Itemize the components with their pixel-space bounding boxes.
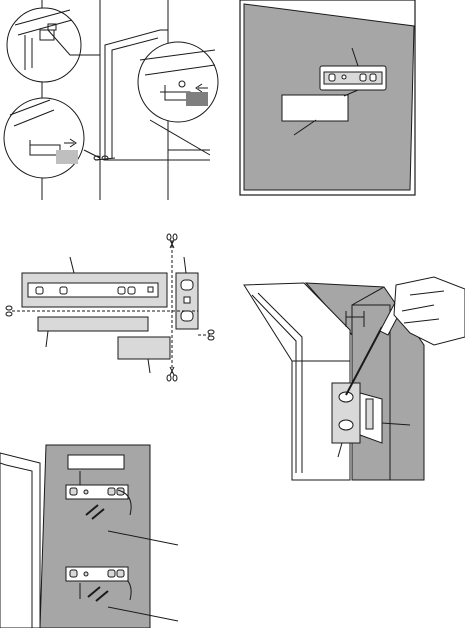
slot-hole xyxy=(360,74,366,81)
magnifier-circle xyxy=(138,42,218,122)
slot-hole xyxy=(70,488,77,495)
figure-mounting-template-on-door xyxy=(234,0,465,200)
screw-hole xyxy=(84,490,88,494)
slot-hole xyxy=(181,311,193,321)
square-hole xyxy=(184,297,190,303)
scissors-icon xyxy=(6,306,12,316)
hinge-side-slot xyxy=(366,399,373,429)
slot-hole xyxy=(108,570,115,577)
screw-hole xyxy=(84,572,88,576)
leader-line xyxy=(84,150,100,158)
leader-line xyxy=(184,257,186,273)
leader-line xyxy=(148,359,150,373)
magnifier-circle xyxy=(4,98,84,178)
spacer-block xyxy=(56,150,78,164)
magnifier-circle xyxy=(7,8,81,82)
scissors-icon xyxy=(167,367,177,381)
hinge-overview-drawing xyxy=(0,0,226,200)
figure-screwdriver-adjust xyxy=(234,275,465,490)
slot-hole xyxy=(339,420,353,430)
template-lower-strip xyxy=(38,317,148,331)
spacer-block xyxy=(186,92,208,106)
cut-template-drawing xyxy=(0,225,226,400)
slot-hole xyxy=(108,488,115,495)
figure-screw-brackets-on-door xyxy=(0,435,226,628)
cabinet-base-line xyxy=(105,150,210,160)
slot-hole xyxy=(117,570,124,577)
screwdriver-adjust-drawing xyxy=(234,275,465,490)
figure-door-hinge-overview xyxy=(0,0,226,200)
cabinet-frame xyxy=(0,453,40,628)
screw-brackets-drawing xyxy=(0,435,226,628)
leader-line xyxy=(46,331,48,347)
template-on-door-drawing xyxy=(234,0,465,200)
slot-hole xyxy=(329,74,335,81)
slot-hole xyxy=(370,74,376,81)
template-label xyxy=(118,337,170,359)
slot-hole xyxy=(181,280,193,290)
figure-cut-template xyxy=(0,225,226,400)
slot-hole xyxy=(70,570,77,577)
screw-hole xyxy=(342,75,346,79)
template-label xyxy=(68,455,124,469)
template-strip-inner xyxy=(28,283,158,297)
leader-line xyxy=(70,257,74,273)
template-label xyxy=(282,95,348,121)
